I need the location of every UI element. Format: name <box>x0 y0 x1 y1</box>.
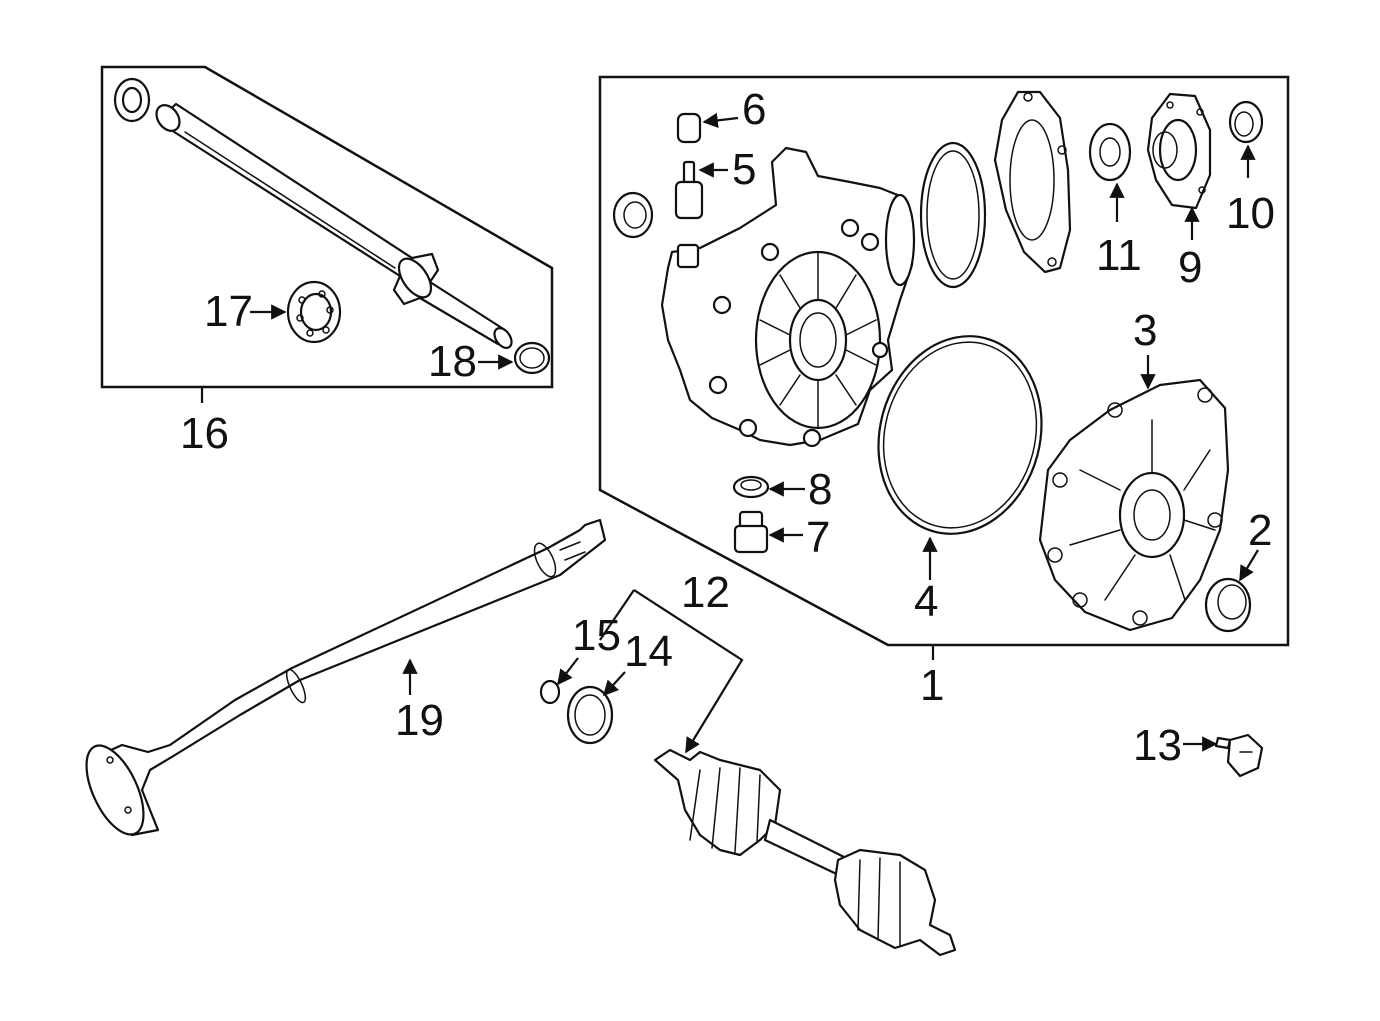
seal-10[interactable] <box>1228 100 1264 144</box>
intermediate-shaft[interactable] <box>152 101 515 351</box>
svg-text:12: 12 <box>681 568 730 617</box>
svg-text:8: 8 <box>808 465 832 514</box>
bearing-17[interactable] <box>286 280 342 344</box>
svg-text:7: 7 <box>806 513 830 562</box>
snap-ring-15[interactable] <box>539 679 561 705</box>
callout-8: 8 <box>768 465 832 514</box>
shaft-seal[interactable] <box>113 77 151 123</box>
svg-text:15: 15 <box>572 611 621 660</box>
callout-2: 2 <box>1239 506 1272 582</box>
svg-text:4: 4 <box>914 577 938 626</box>
washer-14[interactable] <box>566 685 614 745</box>
svg-text:1: 1 <box>920 661 944 710</box>
callout-13: 13 <box>1133 721 1218 770</box>
svg-text:14: 14 <box>624 627 673 676</box>
callout-3: 3 <box>1133 306 1157 390</box>
svg-text:10: 10 <box>1226 189 1275 238</box>
cover-gasket[interactable] <box>993 90 1072 274</box>
flange-9[interactable] <box>1146 92 1212 210</box>
o-ring-housing[interactable] <box>919 141 987 289</box>
bolt-13[interactable] <box>1214 733 1264 778</box>
callout-4: 4 <box>914 536 938 626</box>
svg-text:13: 13 <box>1133 721 1182 770</box>
breather-5[interactable] <box>674 160 704 220</box>
seal-2[interactable] <box>1204 577 1252 633</box>
svg-text:6: 6 <box>742 85 766 134</box>
differential-housing[interactable] <box>660 146 916 448</box>
callout-18: 18 <box>428 337 514 386</box>
svg-text:5: 5 <box>732 145 756 194</box>
svg-text:9: 9 <box>1178 243 1202 292</box>
svg-text:16: 16 <box>180 409 229 458</box>
callout-15: 15 <box>557 611 621 686</box>
group-box-16 <box>100 65 554 403</box>
o-ring-4[interactable] <box>857 318 1063 553</box>
callout-6: 6 <box>702 85 766 134</box>
callout-9: 9 <box>1178 206 1202 292</box>
callout-7: 7 <box>768 513 830 562</box>
callout-19: 19 <box>395 658 444 745</box>
svg-text:3: 3 <box>1133 306 1157 355</box>
drain-plug-7[interactable] <box>733 510 769 554</box>
seal-11[interactable] <box>1088 122 1132 182</box>
breather-cap-6[interactable] <box>676 112 702 144</box>
callout-10: 10 <box>1226 144 1275 238</box>
callout-5: 5 <box>698 145 756 194</box>
callout-17: 17 <box>204 287 287 336</box>
callout-16: 16 <box>180 409 229 458</box>
washer-8[interactable] <box>732 475 770 499</box>
drive-shaft[interactable] <box>653 748 957 957</box>
group-box-1 <box>598 75 1290 660</box>
callout-14: 14 <box>602 627 673 697</box>
callout-1: 1 <box>920 661 944 710</box>
axle-shaft[interactable] <box>75 518 607 843</box>
callout-12: 12 <box>599 568 744 754</box>
svg-text:17: 17 <box>204 287 253 336</box>
svg-text:11: 11 <box>1096 231 1142 280</box>
svg-text:2: 2 <box>1248 506 1272 555</box>
svg-text:19: 19 <box>395 696 444 745</box>
rear-cover[interactable] <box>1038 378 1230 632</box>
callout-11: 11 <box>1096 182 1142 280</box>
snap-ring-18[interactable] <box>513 341 551 375</box>
housing-seal[interactable] <box>612 191 654 239</box>
svg-text:18: 18 <box>428 337 477 386</box>
